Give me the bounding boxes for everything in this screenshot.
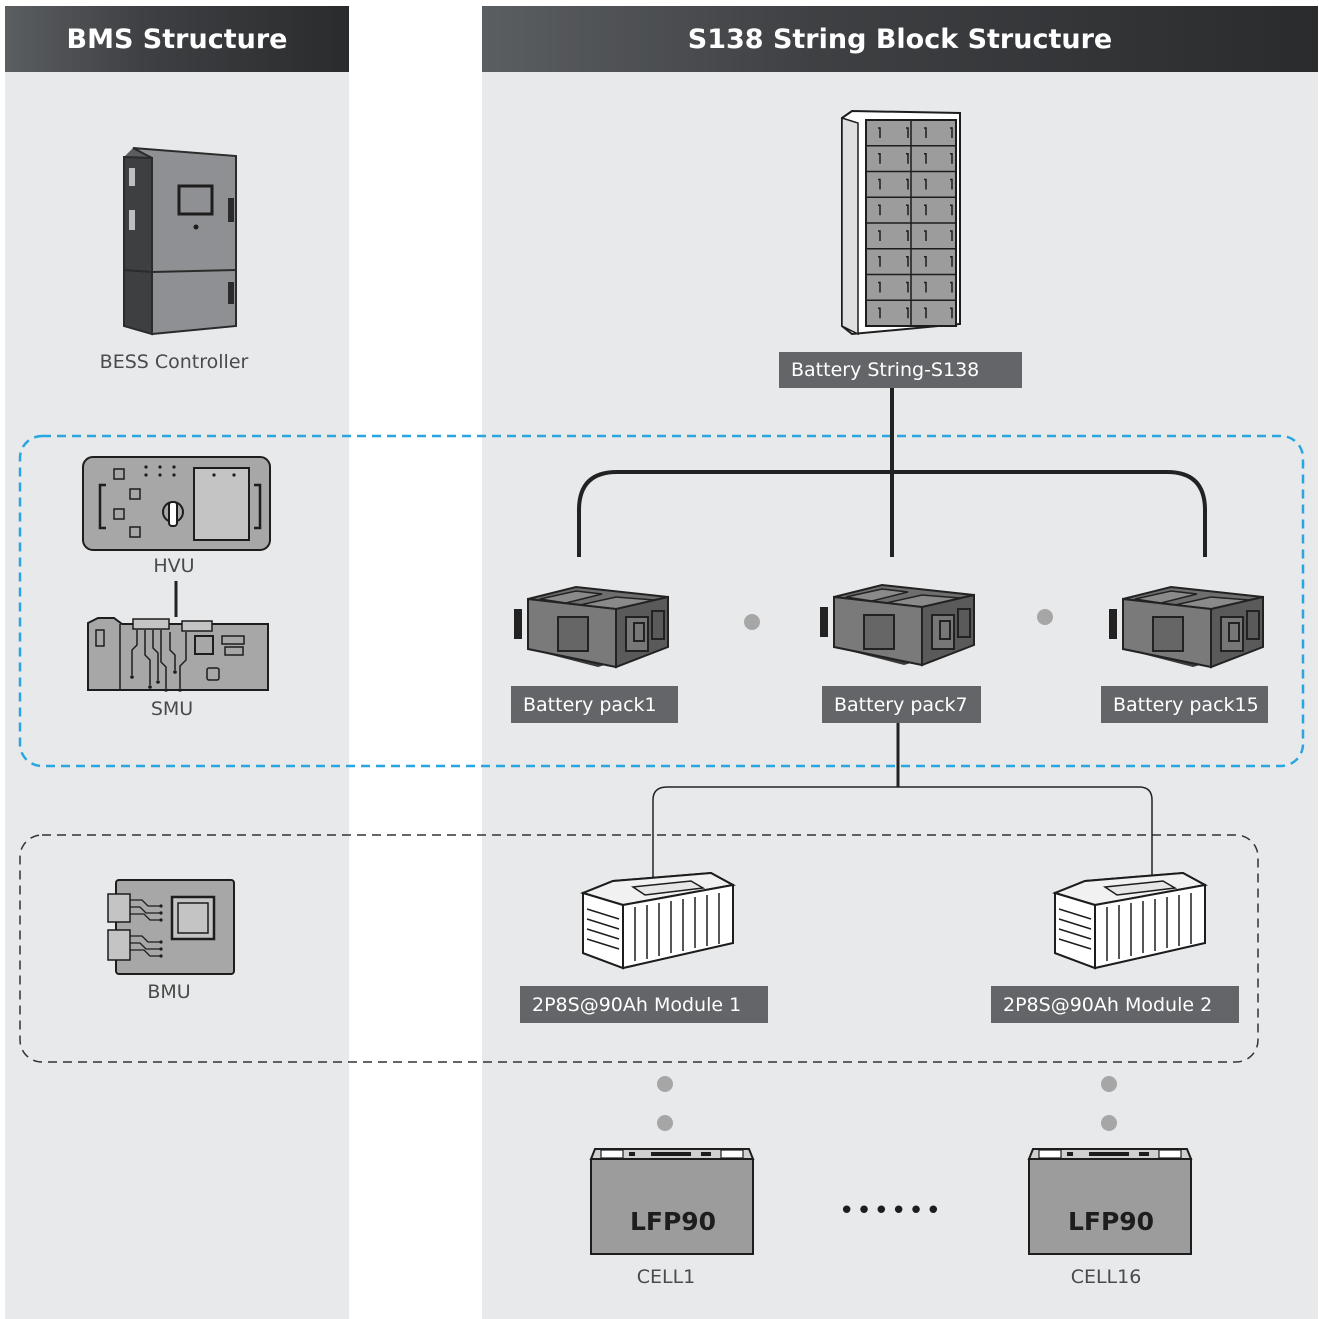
battery-pack-15-icon: [1113, 587, 1263, 667]
module-1-icon: [582, 872, 734, 969]
string-pack-connector: [577, 388, 1207, 557]
cell-16-icon: [1028, 1148, 1192, 1255]
pack-module-connector: [652, 786, 1153, 880]
smu-label: SMU: [150, 698, 194, 720]
battery-string-label: Battery String-S138: [779, 352, 1022, 388]
module-cell-dots: [657, 1076, 1117, 1131]
bmu-icon: [107, 879, 235, 975]
hvu-smu-region-outline: [18, 434, 1305, 768]
cell-1-icon: [590, 1148, 754, 1255]
battery-pack-1-label: Battery pack1: [511, 686, 678, 723]
battery-pack-7-icon: [824, 585, 974, 665]
battery-pack-15-label: Battery pack15: [1101, 686, 1268, 723]
module-2-label: 2P8S@90Ah Module 2: [991, 986, 1239, 1023]
cell-16-label: CELL16: [1070, 1266, 1142, 1288]
module-1-label: 2P8S@90Ah Module 1: [520, 986, 768, 1023]
module-2-icon: [1054, 872, 1206, 969]
battery-string-cabinet-icon: [841, 109, 961, 336]
string-structure-header: S138 String Block Structure: [482, 6, 1318, 72]
bmu-region-outline: [19, 834, 1259, 1063]
battery-pack-7-label: Battery pack7: [822, 686, 981, 723]
battery-pack-1-icon: [518, 587, 668, 667]
pack-gap-dot: [744, 614, 760, 630]
cell-1-label: CELL1: [636, 1266, 696, 1288]
hvu-label: HVU: [153, 555, 195, 577]
bmu-label: BMU: [147, 981, 191, 1003]
cell-1-type-label: LFP90: [629, 1207, 717, 1236]
pack-gap-dot: [1037, 609, 1053, 625]
cell-ellipsis: ••••••: [838, 1196, 943, 1226]
hvu-icon: [82, 456, 271, 551]
smu-icon: [87, 617, 269, 692]
bess-controller-icon: [123, 147, 237, 336]
cell-16-type-label: LFP90: [1067, 1207, 1155, 1236]
bess-controller-label: BESS Controller: [99, 351, 249, 373]
bms-structure-header: BMS Structure: [5, 6, 349, 72]
